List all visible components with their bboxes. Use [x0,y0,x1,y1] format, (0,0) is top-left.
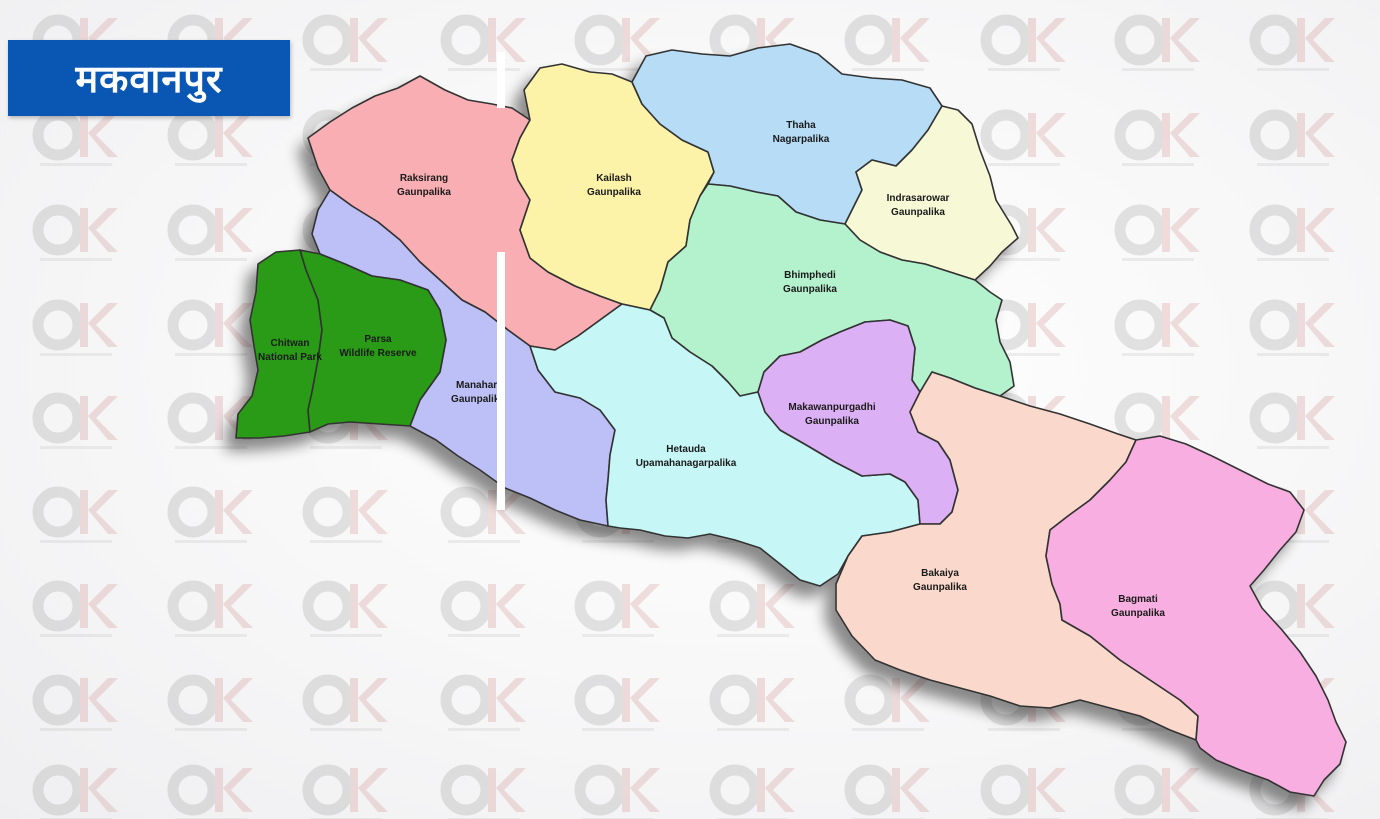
ok-logo-watermark-icon [167,392,253,449]
ok-logo-watermark-icon [302,764,388,819]
ok-logo-watermark-icon [32,392,118,449]
ok-logo-watermark-icon [302,674,388,731]
ok-logo-watermark-icon [844,764,930,819]
label-parsa-line2: Wildlife Reserve [339,348,417,359]
label-parsa-line1: Parsa [364,334,392,345]
label-raksirang-line1: Raksirang [400,173,448,184]
ok-logo-watermark-icon [32,204,118,261]
ok-logo-watermark-icon [167,299,253,356]
label-hetauda-line1: Hetauda [666,444,706,455]
label-makawanpurgadhi-line2: Gaunpalika [805,416,859,427]
ok-logo-watermark-icon [302,14,388,71]
ok-logo-watermark-icon [1114,204,1200,261]
ok-logo-watermark-icon [574,674,660,731]
label-chitwan-line1: Chitwan [271,338,310,349]
label-manahari-line1: Manahari [456,380,500,391]
ok-logo-watermark-icon [167,486,253,543]
label-manahari-line2: Gaunpalika [451,394,505,405]
ok-logo-watermark-icon [440,764,526,819]
label-bagmati-line1: Bagmati [1118,594,1158,605]
ok-logo-watermark-icon [32,299,118,356]
label-bagmati-line2: Gaunpalika [1111,608,1165,619]
ok-logo-watermark-icon [844,674,930,731]
ok-logo-watermark-icon [440,580,526,637]
label-hetauda-line2: Upamahanagarpalika [636,458,737,469]
ok-logo-watermark-icon [440,14,526,71]
label-thaha-line1: Thaha [786,120,816,131]
ok-logo-watermark-icon [574,14,660,71]
label-bhimphedi-line2: Gaunpalika [783,284,837,295]
region-parsa-wildlife-reserve[interactable] [299,249,447,433]
label-makawanpurgadhi-line1: Makawanpurgadhi [788,402,875,413]
label-chitwan-line2: National Park [258,352,322,363]
ok-logo-watermark-icon [1249,14,1335,71]
ok-logo-watermark-icon [440,674,526,731]
district-title: मकवानपुर [75,57,223,101]
ok-logo-watermark-icon [980,764,1066,819]
region-bagmati[interactable] [1045,435,1347,797]
ok-logo-watermark-icon [1114,299,1200,356]
ok-logo-watermark-icon [32,109,118,166]
label-kailash-line1: Kailash [596,173,632,184]
ok-logo-watermark-icon [32,674,118,731]
ok-logo-watermark-icon [844,14,930,71]
ok-logo-watermark-icon [709,580,795,637]
overlay-line-middle [497,252,505,510]
ok-logo-watermark-icon [167,764,253,819]
ok-logo-watermark-icon [302,486,388,543]
ok-logo-watermark-icon [980,109,1066,166]
ok-logo-watermark-icon [1249,392,1335,449]
ok-logo-watermark-icon [1249,204,1335,261]
label-kailash-line2: Gaunpalika [587,187,641,198]
ok-logo-watermark-icon [1114,109,1200,166]
label-bhimphedi-line1: Bhimphedi [784,270,836,281]
ok-logo-watermark-icon [709,674,795,731]
label-bakaiya-line1: Bakaiya [921,568,959,579]
ok-logo-watermark-icon [440,486,526,543]
ok-logo-watermark-icon [167,204,253,261]
ok-logo-watermark-icon [980,14,1066,71]
overlay-line-top [497,52,505,108]
district-title-banner: मकवानपुर [8,40,290,116]
region-labels: Raksirang Gaunpalika Kailash Gaunpalika … [258,120,1165,619]
label-indrasarowar-line2: Gaunpalika [891,207,945,218]
ok-logo-watermark-icon [1114,14,1200,71]
label-indrasarowar-line1: Indrasarowar [887,193,950,204]
ok-logo-watermark-icon [302,580,388,637]
ok-logo-watermark-icon [167,674,253,731]
ok-logo-watermark-icon [1114,764,1200,819]
label-bakaiya-line2: Gaunpalika [913,582,967,593]
ok-logo-watermark-icon [1249,109,1335,166]
ok-logo-watermark-icon [1249,299,1335,356]
ok-logo-watermark-icon [167,580,253,637]
ok-logo-watermark-icon [32,580,118,637]
label-thaha-line2: Nagarpalika [773,134,830,145]
ok-logo-watermark-icon [32,486,118,543]
label-raksirang-line2: Gaunpalika [397,187,451,198]
ok-logo-watermark-icon [574,580,660,637]
ok-logo-watermark-icon [32,764,118,819]
